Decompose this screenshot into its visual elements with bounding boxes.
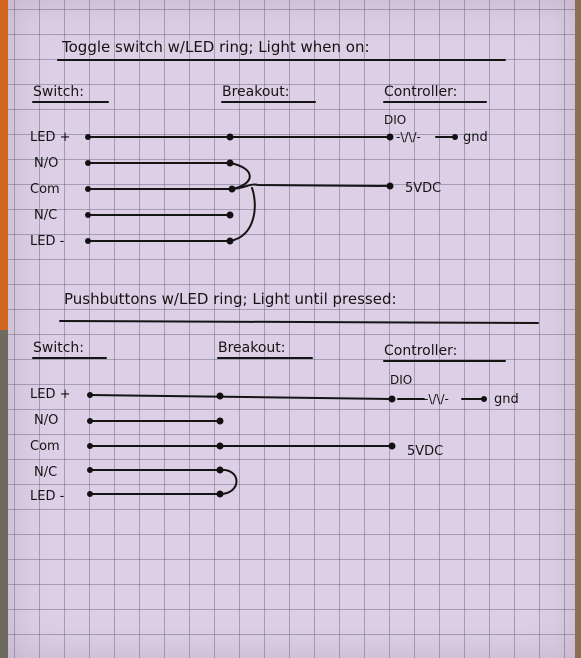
pin-label-led-plus: LED + <box>30 387 71 402</box>
resistor-symbol: -\/\/- <box>424 392 449 406</box>
dio-label: DIO <box>390 373 412 387</box>
breakout-terminal-dot <box>226 133 234 141</box>
wire-common-to-5vdc <box>231 183 391 190</box>
controller-header: Controller: <box>384 84 457 100</box>
switch-header: Switch: <box>33 84 84 100</box>
gnd-terminal-dot <box>481 396 487 402</box>
title-underline <box>59 320 539 324</box>
gnd-terminal-dot <box>452 134 458 140</box>
gnd-label: gnd <box>463 130 488 145</box>
switch-terminal-dot <box>87 467 93 473</box>
pin-label-normally-closed: N/C <box>34 208 57 223</box>
pin-label-normally-open: N/O <box>34 156 58 171</box>
breakout-terminal-dot <box>226 159 234 167</box>
switch-terminal-dot <box>87 418 93 424</box>
jumper-normally-closed-to-led-minus <box>219 468 238 495</box>
breakout-terminal-dot <box>216 466 224 474</box>
breakout-header: Breakout: <box>218 340 286 356</box>
pin-label-led-minus: LED - <box>30 489 65 504</box>
5vdc-label: 5VDC <box>407 444 443 459</box>
breakout-terminal-dot <box>226 211 234 219</box>
controller-5vdc-dot <box>386 182 394 190</box>
diagram-title: Pushbuttons w/LED ring; Light until pres… <box>64 290 397 308</box>
switch-terminal-dot <box>87 443 93 449</box>
gnd-label: gnd <box>494 392 519 407</box>
switch-header: Switch: <box>33 340 84 356</box>
pin-label-common: Com <box>30 439 60 454</box>
switch-terminal-dot <box>85 186 91 192</box>
pin-label-common: Com <box>30 182 60 197</box>
graph-paper-sheet <box>8 0 575 658</box>
breakout-terminal-dot <box>228 185 236 193</box>
resistor-symbol: -\/\/- <box>396 130 421 144</box>
breakout-terminal-dot <box>216 490 224 498</box>
diagram-title: Toggle switch w/LED ring; Light when on: <box>61 38 370 56</box>
breakout-header: Breakout: <box>222 84 290 100</box>
pin-label-normally-closed: N/C <box>34 465 57 480</box>
controller-dio-dot <box>388 395 396 403</box>
breakout-terminal-dot <box>216 417 224 425</box>
background-right-edge <box>575 0 581 658</box>
pushbutton-diagram: Pushbuttons w/LED ring; Light until pres… <box>30 290 539 504</box>
pin-label-led-plus: LED + <box>30 130 71 145</box>
pin-label-normally-open: N/O <box>34 413 58 428</box>
5vdc-label: 5VDC <box>405 181 441 196</box>
switch-terminal-dot <box>85 160 91 166</box>
jumper-led-minus-loop <box>229 187 256 242</box>
dio-label: DIO <box>384 113 406 127</box>
switch-terminal-dot <box>85 134 91 140</box>
switch-terminal-dot <box>85 212 91 218</box>
breakout-terminal-dot <box>216 392 224 400</box>
controller-5vdc-dot <box>388 442 396 450</box>
breakout-terminal-dot <box>216 442 224 450</box>
breakout-terminal-dot <box>226 237 234 245</box>
switch-terminal-dot <box>87 491 93 497</box>
controller-dio-dot <box>386 133 394 141</box>
switch-terminal-dot <box>87 392 93 398</box>
wire-led-plus-to-dio <box>89 394 393 400</box>
pin-label-led-minus: LED - <box>30 234 65 249</box>
switch-terminal-dot <box>85 238 91 244</box>
controller-header: Controller: <box>384 343 457 359</box>
toggle-switch-diagram: Toggle switch w/LED ring; Light when on:… <box>30 38 506 249</box>
